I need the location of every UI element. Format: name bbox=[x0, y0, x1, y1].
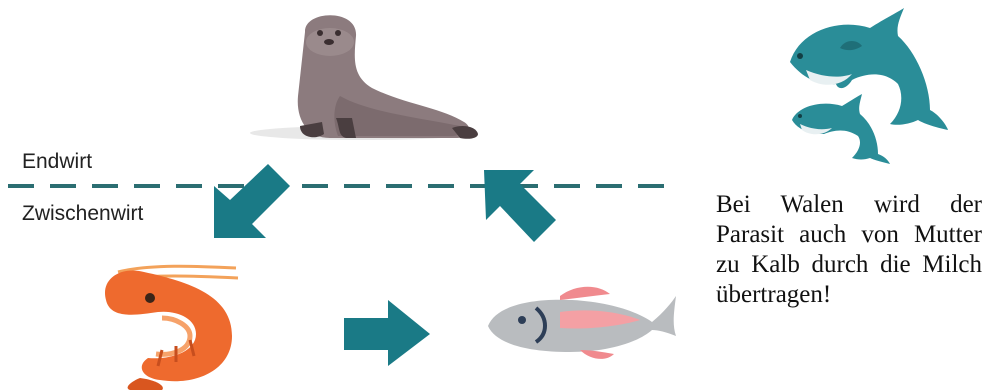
arrow-down-left-icon bbox=[214, 164, 290, 238]
intermediate-host-label: Zwischenwirt bbox=[22, 202, 144, 225]
shrimp-icon bbox=[104, 264, 239, 390]
seal-icon bbox=[250, 15, 478, 140]
final-host-label: Endwirt bbox=[22, 150, 93, 173]
arrow-up-left-icon bbox=[484, 170, 556, 242]
fish-icon bbox=[488, 286, 676, 359]
dolphins-icon bbox=[790, 8, 948, 164]
arrow-right-icon bbox=[344, 300, 430, 366]
whale-transmission-note: Bei Walen wird der Parasit auch von Mutt… bbox=[716, 191, 982, 308]
